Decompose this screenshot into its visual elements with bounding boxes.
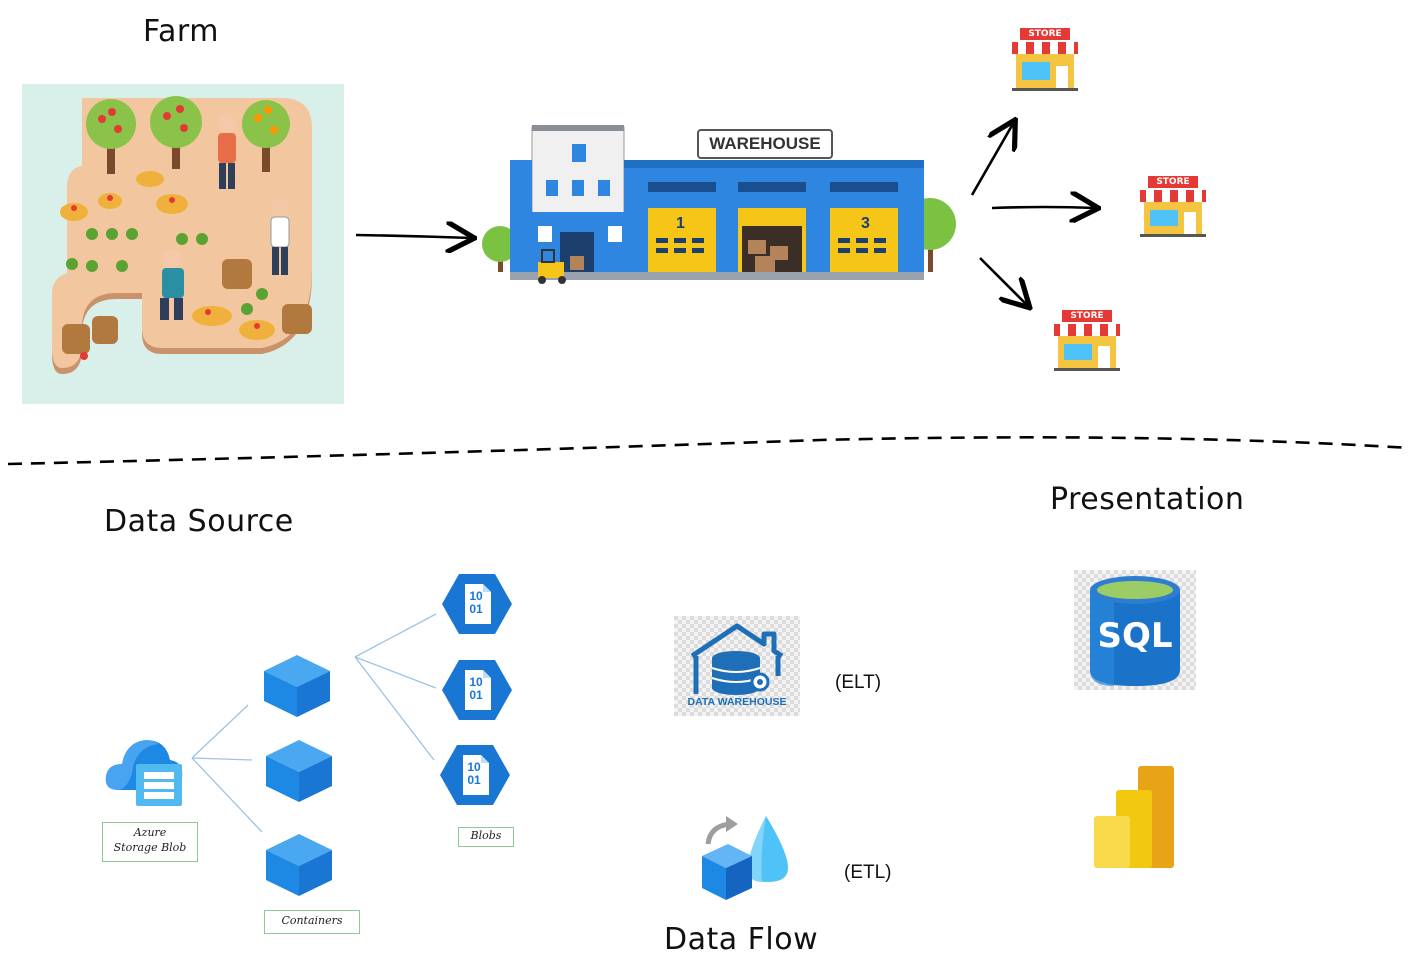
store-icon-bottom (1054, 310, 1120, 371)
warehouse-illustration (482, 125, 956, 284)
blob-hex-icon-1 (442, 574, 512, 634)
blob-hex-text-1-line2: 01 (469, 602, 483, 616)
power-bi-icon (1094, 766, 1174, 868)
etl-label: (ETL) (844, 862, 892, 883)
blob-hex-icon-2 (442, 660, 512, 720)
data-flow-title: Data Flow (664, 922, 819, 957)
store-icon-middle (1140, 176, 1206, 237)
azure-storage-blob-label: Azure Storage Blob (102, 822, 198, 862)
warehouse-door-number-3: 3 (861, 215, 870, 232)
blob-hex-text-2: 10 01 (465, 676, 487, 702)
blob-hex-text-1: 10 01 (465, 590, 487, 616)
blob-hex-text-3: 10 01 (463, 761, 485, 787)
container-cube-icon-1 (264, 655, 330, 717)
data-flow-icon (702, 816, 788, 900)
warehouse-door-number-1: 1 (676, 215, 685, 232)
blobs-label: Blobs (458, 827, 514, 847)
blob-hex-text-3-line1: 10 (467, 760, 481, 774)
container-cube-icon-3 (266, 834, 332, 896)
presentation-title: Presentation (1050, 482, 1245, 517)
store-sign-bottom: STORE (1070, 311, 1104, 321)
elt-label: (ELT) (835, 672, 882, 693)
blob-hex-text-1-line1: 10 (469, 589, 483, 603)
farm-illustration (22, 84, 344, 404)
farm-title: Farm (143, 14, 219, 49)
azure-storage-blob-label-line2: Storage Blob (113, 841, 187, 854)
azure-storage-blob-icon (105, 740, 183, 806)
sql-database-icon (1074, 570, 1196, 690)
data-warehouse-label: DATA WAREHOUSE (687, 696, 787, 708)
blob-hex-text-3-line2: 01 (467, 773, 481, 787)
container-cube-icon-2 (266, 740, 332, 802)
sql-icon-text: SQL (1097, 616, 1173, 656)
azure-storage-blob-label-line1: Azure (133, 826, 167, 839)
blob-hex-text-2-line1: 10 (469, 675, 483, 689)
store-icon-top (1012, 28, 1078, 91)
tree-icon (86, 99, 136, 174)
blob-hex-icon-3 (440, 745, 510, 805)
data-source-title: Data Source (104, 504, 294, 539)
store-sign-middle: STORE (1156, 177, 1190, 187)
warehouse-sign: WAREHOUSE (709, 134, 821, 153)
blob-hex-text-2-line2: 01 (469, 688, 483, 702)
store-sign-top: STORE (1028, 29, 1062, 39)
data-warehouse-icon (674, 616, 800, 716)
containers-label: Containers (264, 910, 360, 934)
